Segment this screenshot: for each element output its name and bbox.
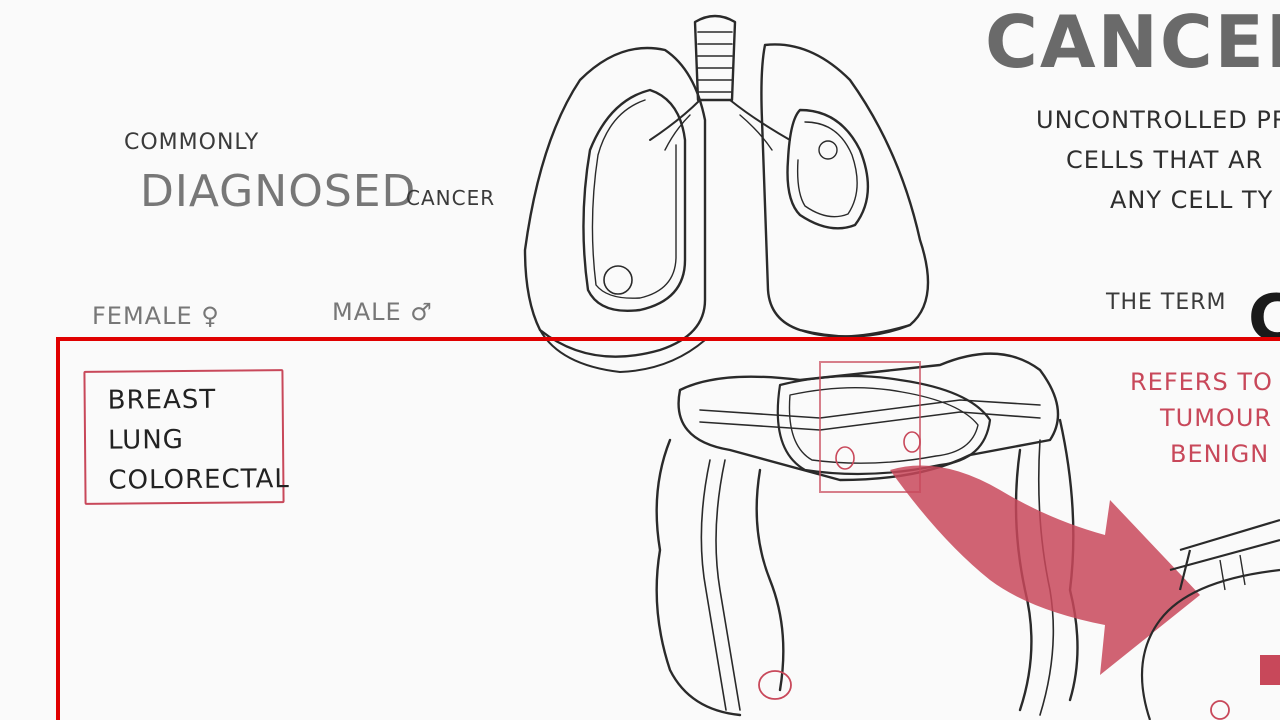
- refers-line: REFERS TO: [1130, 368, 1273, 396]
- diagnosed-heading: DIAGNOSED: [140, 166, 417, 217]
- definition-line: CELLS THAT AR: [1066, 146, 1264, 174]
- cancer-label: CANCER: [406, 186, 496, 210]
- definition-line: UNCONTROLLED PR: [1036, 106, 1280, 134]
- refers-line: BENIGN: [1170, 440, 1270, 468]
- definition-line: ANY CELL TY: [1110, 186, 1274, 214]
- male-label: MALE ♂: [332, 298, 433, 326]
- the-term-label: THE TERM: [1106, 290, 1227, 315]
- colon-illustration: [655, 352, 1079, 717]
- female-label: FEMALE ♀: [92, 302, 220, 330]
- cancer-title: CANCER: [985, 0, 1280, 84]
- lungs-illustration: [523, 14, 930, 373]
- highlight-frame: [56, 337, 1280, 720]
- refers-line: TUMOUR: [1160, 404, 1273, 432]
- red-arrow: [890, 465, 1200, 675]
- cell-illustration: [1140, 518, 1280, 720]
- big-c-glyph: C: [1248, 282, 1280, 356]
- commonly-label: COMMONLY: [124, 130, 260, 155]
